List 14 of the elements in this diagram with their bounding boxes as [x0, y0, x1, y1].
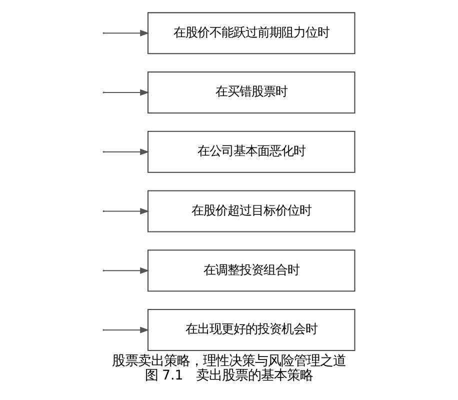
node-box: 在出现更好的投资机会时: [147, 309, 356, 351]
node-box: 在调整投资组合时: [147, 250, 356, 292]
arrow: [104, 148, 150, 156]
arrow: [104, 30, 150, 36]
node-box: 在公司基本面恶化时: [147, 130, 356, 173]
arrow: [104, 89, 150, 96]
caption: 图 7.1 卖出股票的基本策略: [144, 368, 314, 384]
arrow: [104, 267, 150, 274]
node-box: 在股价超过目标价位时: [147, 190, 356, 232]
diagram-title: 股票卖出策略，理性决策与风险管理之道: [112, 354, 346, 370]
arrow: [104, 208, 150, 214]
node-box: 在买错股票时: [147, 72, 356, 114]
node-box: 在股价不能跃过前期阻力位时: [147, 12, 356, 54]
arrow: [104, 326, 150, 334]
